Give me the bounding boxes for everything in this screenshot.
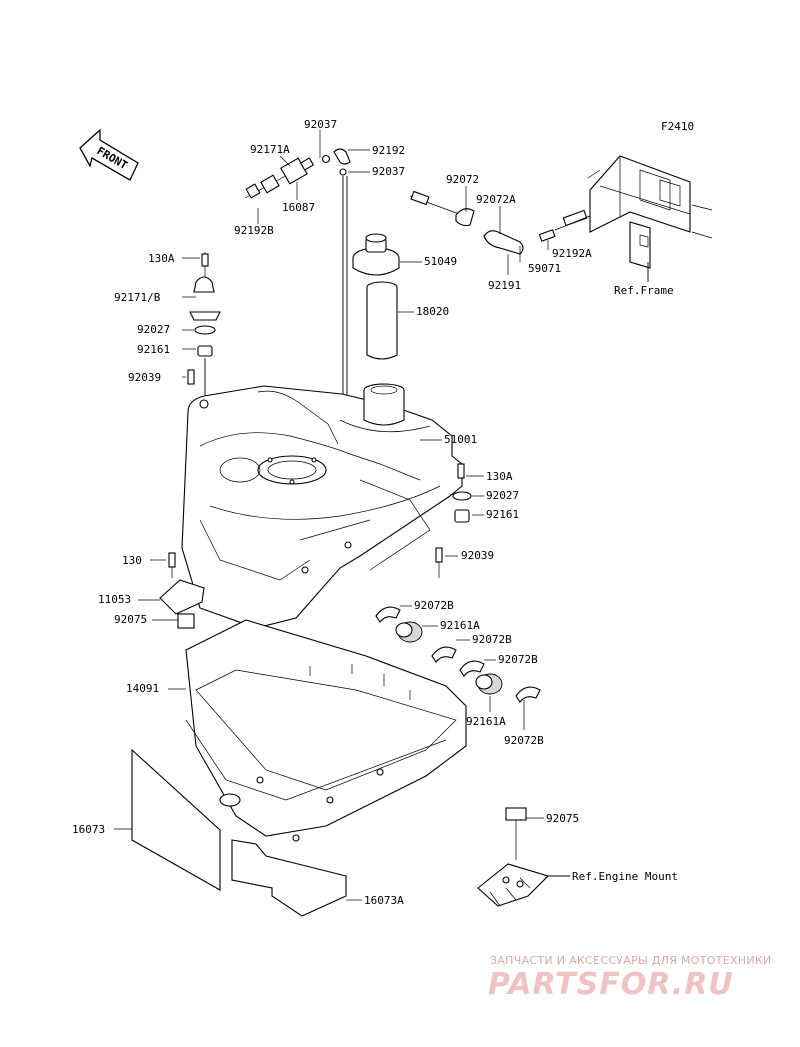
part-label: Ref.Engine Mount [572, 870, 678, 883]
watermark-tagline: ЗАПЧАСТИ И АКСЕССУАРЫ ДЛЯ МОТОТЕХНИКИ [490, 954, 772, 967]
filler-neck [366, 281, 398, 360]
hose-assembly [409, 190, 611, 255]
part-label: 130A [486, 470, 513, 483]
part-label: 92027 [137, 323, 170, 336]
leader-lines [114, 130, 549, 901]
part-label: 130A [148, 252, 175, 265]
part-label: 92161 [137, 343, 170, 356]
part-label: 16073 [72, 823, 105, 836]
watermark-brand: PARTSFOR.RU [488, 967, 734, 1002]
figure-code: F2410 [661, 120, 694, 133]
part-label: Ref.Frame [614, 284, 674, 297]
front-arrow-icon: FRONT [79, 128, 139, 181]
part-label: 92171/B [114, 291, 161, 304]
hose-clamps [375, 606, 541, 703]
part-label: 92075 [546, 812, 579, 825]
part-label: 92027 [486, 489, 519, 502]
fuel-cap [352, 233, 400, 276]
part-label: 92161A [440, 619, 480, 632]
part-label: 92171A [250, 143, 290, 156]
frame-reference [587, 155, 713, 282]
part-label: 11053 [98, 593, 131, 606]
part-label: 59071 [528, 262, 561, 275]
part-label: 92192B [234, 224, 274, 237]
part-label: 92075 [114, 613, 147, 626]
part-label: 16087 [282, 201, 315, 214]
watermark: ЗАПЧАСТИ И АКСЕССУАРЫ ДЛЯ МОТОТЕХНИКИ PA… [488, 954, 772, 1002]
part-label: 92039 [461, 549, 494, 562]
part-label: 92072B [414, 599, 454, 612]
part-label: 92192 [372, 144, 405, 157]
part-label: 16073A [364, 894, 404, 907]
fuel-tank-tray [185, 619, 467, 842]
engine-mount-reference [477, 807, 570, 907]
part-label: 92039 [128, 371, 161, 384]
part-labels: 92037 92171A 92192 92037 16087 92192B 92… [72, 118, 678, 907]
part-label: 18020 [416, 305, 449, 318]
bracket-left [159, 552, 205, 629]
part-label: 92072A [476, 193, 516, 206]
part-label: 92072 [446, 173, 479, 186]
mount-bolt-stack-left [187, 252, 221, 400]
part-label: 92072B [498, 653, 538, 666]
vent-valve-assembly [244, 148, 351, 400]
part-label: 51049 [424, 255, 457, 268]
part-label: 92072B [472, 633, 512, 646]
part-label: 51001 [444, 433, 477, 446]
part-label: 92191 [488, 279, 521, 292]
part-label: 92161 [486, 508, 519, 521]
part-label: 92037 [304, 118, 337, 131]
part-label: 14091 [126, 682, 159, 695]
part-label: 92161A [466, 715, 506, 728]
part-label: 92037 [372, 165, 405, 178]
mount-bolt-stack-right [435, 463, 472, 578]
part-label: 130 [122, 554, 142, 567]
part-label: 92192A [552, 247, 592, 260]
part-label: 92072B [504, 734, 544, 747]
fuel-tank [181, 383, 463, 629]
pad-16073 [131, 748, 221, 891]
pad-16073a [231, 839, 347, 917]
